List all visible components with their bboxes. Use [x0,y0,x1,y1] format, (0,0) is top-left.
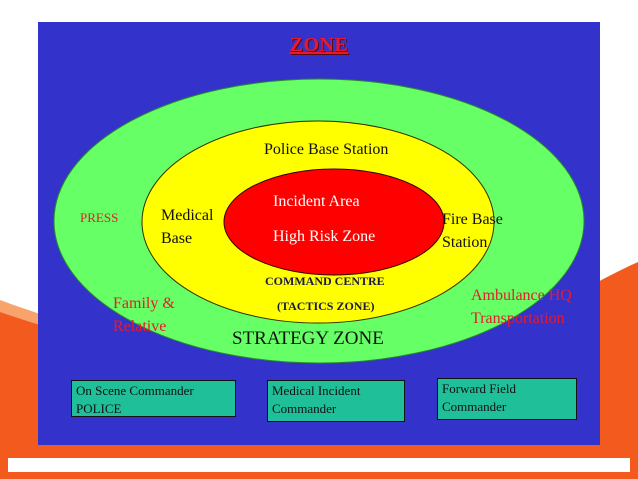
medical-base-label-line2: Base [161,230,193,247]
high-risk-zone-label: High Risk Zone [273,228,376,245]
incident-area-label: Incident Area [273,193,360,210]
on-scene-commander-box: On Scene Commander POLICE [71,380,236,417]
incident-zone-ellipse [223,168,445,276]
tactics-zone-label: (TACTICS ZONE) [277,299,375,313]
fire-base-label-line1: Fire Base [442,211,503,228]
family-label-line2: Relative [113,318,167,335]
forward-field-commander-box: Forward Field Commander [437,378,577,420]
command-centre-label: COMMAND CENTRE [265,274,385,288]
ambulance-label-line2: Transportation [471,310,565,327]
bottom-white-band [8,458,630,472]
ambulance-label-line1: Ambulance HQ [471,287,572,304]
police-base-label: Police Base Station [264,141,389,158]
strategy-zone-label: STRATEGY ZONE [232,328,384,349]
fire-base-label-line2: Station [442,234,488,251]
family-label-line1: Family & [113,295,175,312]
page-title: ZONE [289,34,349,56]
medical-base-label-line1: Medical [161,207,214,224]
press-label: PRESS [80,210,119,225]
medical-incident-commander-box: Medical Incident Commander [267,380,405,422]
